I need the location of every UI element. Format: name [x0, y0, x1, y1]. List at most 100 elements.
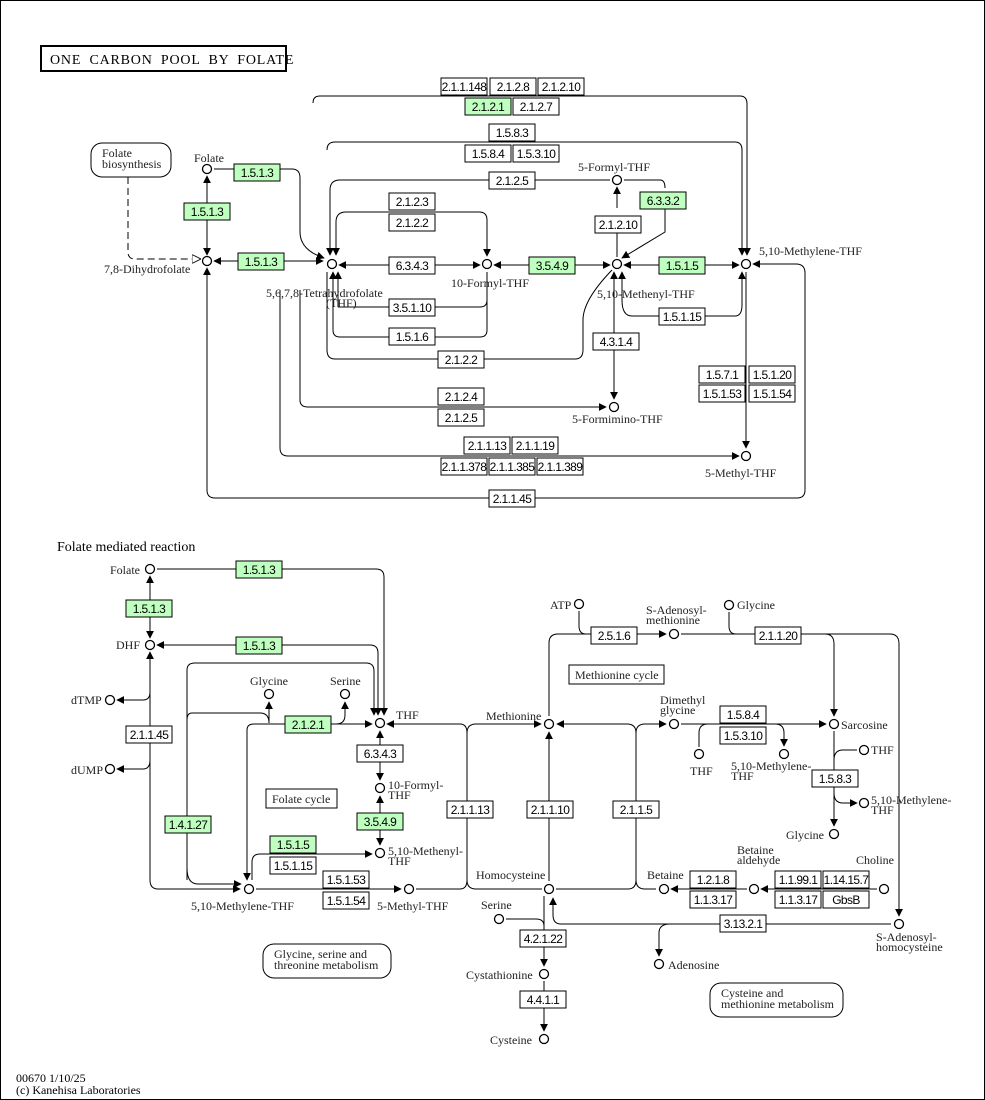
- compound-circle[interactable]: [573, 598, 585, 610]
- compound-node[interactable]: S-Adenosyl-homocysteine: [876, 918, 943, 955]
- enzyme-box[interactable]: 2.1.1.10: [526, 800, 574, 819]
- compound-circle[interactable]: [608, 401, 620, 413]
- compound-node[interactable]: 5-Formimino-THF: [572, 401, 663, 427]
- enzyme-box[interactable]: 6.3.4.3: [388, 256, 436, 275]
- compound-circle[interactable]: [778, 748, 790, 760]
- enzyme-box[interactable]: 1.1.3.17: [689, 890, 737, 909]
- enzyme-box[interactable]: 2.1.2.5: [488, 171, 536, 190]
- compound-node[interactable]: 5-Methyl-THF: [377, 883, 449, 914]
- enzyme-box[interactable]: 1.5.8.4: [464, 144, 512, 163]
- enzyme-box[interactable]: 1.5.1.53: [698, 384, 746, 403]
- compound-circle[interactable]: [858, 744, 870, 756]
- enzyme-box[interactable]: 1.5.1.3: [235, 560, 283, 579]
- enzyme-box[interactable]: 2.1.2.10: [537, 77, 585, 96]
- enzyme-box[interactable]: 2.1.2.3: [388, 192, 436, 211]
- enzyme-box[interactable]: 1.5.1.3: [183, 202, 231, 221]
- enzyme-box[interactable]: 1.2.1.8: [689, 870, 737, 889]
- compound-circle[interactable]: [693, 748, 705, 760]
- compound-circle[interactable]: [201, 255, 213, 267]
- enzyme-box[interactable]: 2.1.2.1: [464, 97, 512, 116]
- enzyme-box[interactable]: 2.1.1.13: [446, 800, 494, 819]
- compound-node[interactable]: 5,10-Methylene-THF: [731, 748, 811, 784]
- compound-node[interactable]: 5-Formyl-THF: [578, 160, 650, 186]
- enzyme-box[interactable]: 1.5.1.3: [125, 599, 173, 618]
- enzyme-box[interactable]: 1.5.1.15: [658, 307, 706, 326]
- enzyme-box[interactable]: 3.5.4.9: [356, 812, 404, 831]
- compound-node[interactable]: Serine: [330, 674, 361, 700]
- enzyme-box[interactable]: 1.5.8.3: [488, 123, 536, 142]
- enzyme-box[interactable]: 2.1.2.1: [284, 715, 332, 734]
- compound-circle[interactable]: [653, 958, 665, 970]
- enzyme-box[interactable]: 3.13.2.1: [719, 914, 767, 933]
- enzyme-box[interactable]: 2.1.1.20: [754, 626, 802, 645]
- enzyme-box[interactable]: 1.1.99.1: [774, 870, 822, 889]
- enzyme-box[interactable]: 3.5.1.10: [388, 298, 436, 317]
- compound-circle[interactable]: [723, 599, 735, 611]
- compound-node[interactable]: 5,6,7,8-Tetrahydrofolate(THF): [266, 258, 383, 311]
- enzyme-box[interactable]: 1.5.1.20: [748, 365, 796, 384]
- enzyme-box[interactable]: 1.14.15.7: [822, 870, 870, 889]
- compound-circle[interactable]: [144, 563, 156, 575]
- compound-node[interactable]: Homocysteine: [476, 868, 555, 895]
- compound-circle[interactable]: [740, 450, 752, 462]
- enzyme-box[interactable]: 2.1.2.2: [388, 213, 436, 232]
- compound-node[interactable]: Cysteine: [490, 1033, 550, 1047]
- compound-node[interactable]: dUMP: [71, 763, 116, 777]
- compound-circle[interactable]: [740, 258, 752, 270]
- enzyme-box[interactable]: 2.1.1.45: [125, 725, 173, 744]
- enzyme-box[interactable]: 2.1.1.378: [440, 457, 488, 476]
- enzyme-box[interactable]: 6.3.3.2: [639, 191, 687, 210]
- enzyme-box[interactable]: 4.2.1.22: [519, 929, 567, 948]
- enzyme-box[interactable]: 2.1.2.10: [594, 215, 642, 234]
- pathway-map-link[interactable]: Methionine cycle: [568, 664, 665, 685]
- compound-circle[interactable]: [668, 628, 680, 640]
- compound-circle[interactable]: [201, 163, 213, 175]
- compound-node[interactable]: 5,10-Methylene-THF: [191, 883, 294, 914]
- compound-circle[interactable]: [403, 883, 415, 895]
- compound-circle[interactable]: [374, 717, 386, 729]
- enzyme-box[interactable]: 2.1.2.8: [489, 77, 537, 96]
- compound-node[interactable]: Methionine: [486, 709, 555, 730]
- compound-circle[interactable]: [611, 258, 623, 270]
- enzyme-box[interactable]: 1.5.1.3: [235, 636, 283, 655]
- compound-circle[interactable]: [828, 718, 840, 730]
- compound-node[interactable]: Choline: [856, 853, 894, 895]
- enzyme-box[interactable]: 4.4.1.1: [519, 990, 567, 1009]
- compound-circle[interactable]: [481, 258, 493, 270]
- compound-node[interactable]: THF: [858, 743, 894, 757]
- enzyme-box[interactable]: 2.1.1.19: [511, 436, 559, 455]
- compound-node[interactable]: DHF: [116, 638, 156, 652]
- enzyme-box[interactable]: 1.5.1.3: [237, 252, 285, 271]
- enzyme-box[interactable]: 1.5.3.10: [512, 144, 560, 163]
- enzyme-box[interactable]: 2.1.2.5: [437, 408, 485, 427]
- enzyme-box[interactable]: 2.1.1.45: [488, 489, 536, 508]
- compound-node[interactable]: THF: [374, 708, 419, 729]
- compound-circle[interactable]: [611, 174, 623, 186]
- pathway-map-link[interactable]: Folate cycle: [265, 788, 338, 809]
- enzyme-box[interactable]: 2.1.1.148: [440, 77, 488, 96]
- compound-circle[interactable]: [374, 782, 386, 794]
- enzyme-box[interactable]: 1.5.1.5: [269, 835, 317, 854]
- compound-node[interactable]: Glycine: [723, 598, 776, 612]
- compound-node[interactable]: 10-Formyl-THF: [374, 778, 444, 802]
- compound-circle[interactable]: [538, 968, 550, 980]
- enzyme-box[interactable]: 1.5.8.3: [811, 769, 859, 788]
- compound-circle[interactable]: [144, 639, 156, 651]
- compound-circle[interactable]: [339, 688, 351, 700]
- enzyme-box[interactable]: 1.5.1.15: [269, 856, 317, 875]
- enzyme-box[interactable]: 4.3.1.4: [592, 332, 640, 351]
- enzyme-box[interactable]: 2.5.1.6: [590, 626, 638, 645]
- compound-circle[interactable]: [104, 763, 116, 775]
- enzyme-box[interactable]: 2.1.1.389: [536, 457, 584, 476]
- enzyme-box[interactable]: 1.5.1.53: [322, 870, 370, 889]
- compound-circle[interactable]: [893, 918, 905, 930]
- enzyme-box[interactable]: 1.5.8.4: [719, 705, 767, 724]
- enzyme-box[interactable]: 1.5.1.54: [322, 891, 370, 910]
- enzyme-box[interactable]: 3.5.4.9: [528, 256, 576, 275]
- compound-node[interactable]: 5,10-Methenyl-THF: [597, 258, 695, 302]
- enzyme-box[interactable]: 1.5.1.5: [658, 256, 706, 275]
- enzyme-box[interactable]: 1.5.1.54: [748, 384, 796, 403]
- compound-node[interactable]: Cystathionine: [466, 968, 550, 982]
